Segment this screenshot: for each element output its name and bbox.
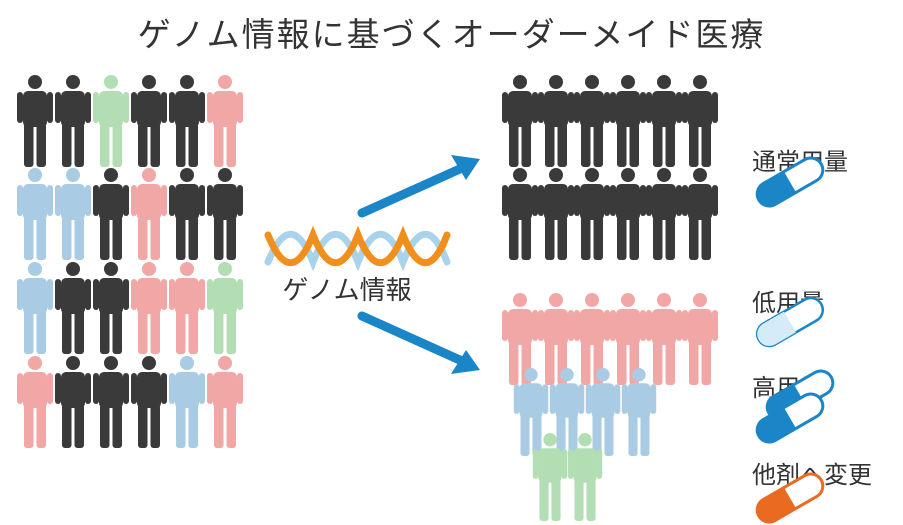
capsule-low-icon: [755, 296, 825, 348]
diagram-title: ゲノム情報に基づくオーダーメイド医療: [137, 15, 766, 54]
person-icon: [513, 368, 549, 456]
person-icon: [131, 75, 167, 167]
person-icon: [169, 356, 205, 448]
person-icon: [93, 168, 129, 260]
person-icon: [17, 262, 53, 354]
person-icon: [131, 168, 167, 260]
person-icon: [682, 293, 718, 385]
person-icon: [207, 262, 243, 354]
dna-helix-icon: [264, 225, 451, 272]
person-icon: [646, 75, 682, 167]
person-icon: [646, 293, 682, 385]
person-icon: [567, 433, 603, 521]
person-icon: [131, 356, 167, 448]
person-icon: [55, 75, 91, 167]
person-icon: [610, 168, 646, 260]
person-icon: [55, 356, 91, 448]
person-icon: [17, 356, 53, 448]
person-icon: [207, 75, 243, 167]
person-icon: [538, 75, 574, 167]
person-icon: [549, 368, 585, 456]
person-icon: [55, 168, 91, 260]
person-icon: [502, 168, 538, 260]
person-icon: [585, 368, 621, 456]
person-icon: [169, 168, 205, 260]
person-icon: [682, 75, 718, 167]
person-icon: [169, 75, 205, 167]
capsule-normal-icon: [755, 156, 825, 208]
genome-info-label: ゲノム情報: [282, 276, 412, 306]
person-icon: [93, 262, 129, 354]
person-icon: [207, 168, 243, 260]
person-icon: [532, 433, 568, 521]
person-icon: [610, 75, 646, 167]
capsule-high-icon: [755, 369, 835, 444]
person-icon: [17, 75, 53, 167]
person-icon: [502, 293, 538, 385]
person-icon: [621, 368, 657, 456]
person-icon: [207, 356, 243, 448]
arrow-up-right-icon: [357, 155, 480, 218]
person-icon: [17, 168, 53, 260]
arrow-down-right-icon: [357, 311, 480, 374]
person-icon: [538, 293, 574, 385]
person-icon: [574, 75, 610, 167]
person-icon: [93, 356, 129, 448]
person-icon: [93, 75, 129, 167]
person-icon: [55, 262, 91, 354]
person-icon: [574, 168, 610, 260]
person-icon: [169, 262, 205, 354]
person-icon: [682, 168, 718, 260]
capsule-change-icon: [755, 472, 825, 524]
person-icon: [131, 262, 167, 354]
person-icon: [502, 75, 538, 167]
person-icon: [646, 168, 682, 260]
person-icon: [538, 168, 574, 260]
